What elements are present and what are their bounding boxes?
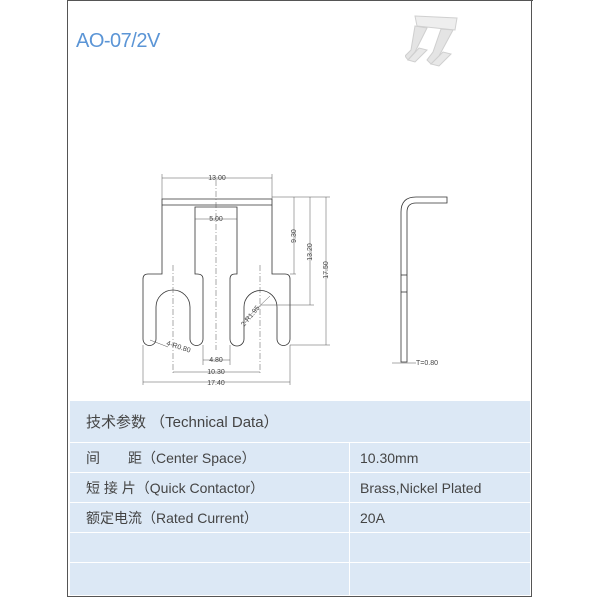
dim-radius-large: 2-R1.95 (240, 305, 261, 329)
column-divider (349, 443, 350, 595)
technical-drawing: 13.00 5.00 9.30 13.20 17.50 4-R0.80 2-R1… (142, 174, 448, 387)
product-title: AO-07/2V (76, 30, 160, 52)
dim-h1: 9.30 (291, 229, 298, 243)
row-label: 短 接 片（Quick Contactor） (86, 479, 265, 496)
dim-h2: 13.20 (307, 243, 314, 261)
dim-width-top: 13.00 (208, 175, 226, 182)
dim-radius-small: 4-R0.80 (165, 340, 191, 354)
table-row-empty (70, 533, 530, 563)
technical-data-table: 技术参数 （Technical Data） 间 距（Center Space） … (70, 401, 530, 595)
dim-slot-width: 5.00 (209, 216, 223, 223)
quick-contactor-photo (405, 15, 458, 67)
table-row: 额定电流（Rated Current） 20A (70, 503, 530, 533)
table-heading: 技术参数 （Technical Data） (86, 414, 279, 431)
row-label: 间 距（Center Space） (86, 449, 256, 466)
table-row-empty (70, 563, 530, 595)
frame-top-border (67, 0, 533, 1)
dim-center: 10.30 (207, 369, 225, 376)
dim-total-width: 17.40 (207, 380, 225, 387)
row-value: 10.30mm (360, 449, 419, 466)
part-outline (142, 198, 291, 347)
side-view-outline (400, 196, 448, 363)
table-row: 间 距（Center Space） 10.30mm (70, 443, 530, 473)
row-value: Brass,Nickel Plated (360, 479, 482, 496)
dim-gap: 4.80 (209, 357, 223, 364)
row-label: 额定电流（Rated Current） (86, 509, 258, 526)
dim-thickness: T=0.80 (416, 360, 438, 367)
table-row: 短 接 片（Quick Contactor） Brass,Nickel Plat… (70, 473, 530, 503)
table-heading-row: 技术参数 （Technical Data） (70, 401, 530, 443)
dim-h3: 17.50 (323, 261, 330, 279)
row-value: 20A (360, 509, 385, 526)
datasheet-frame (67, 0, 532, 597)
